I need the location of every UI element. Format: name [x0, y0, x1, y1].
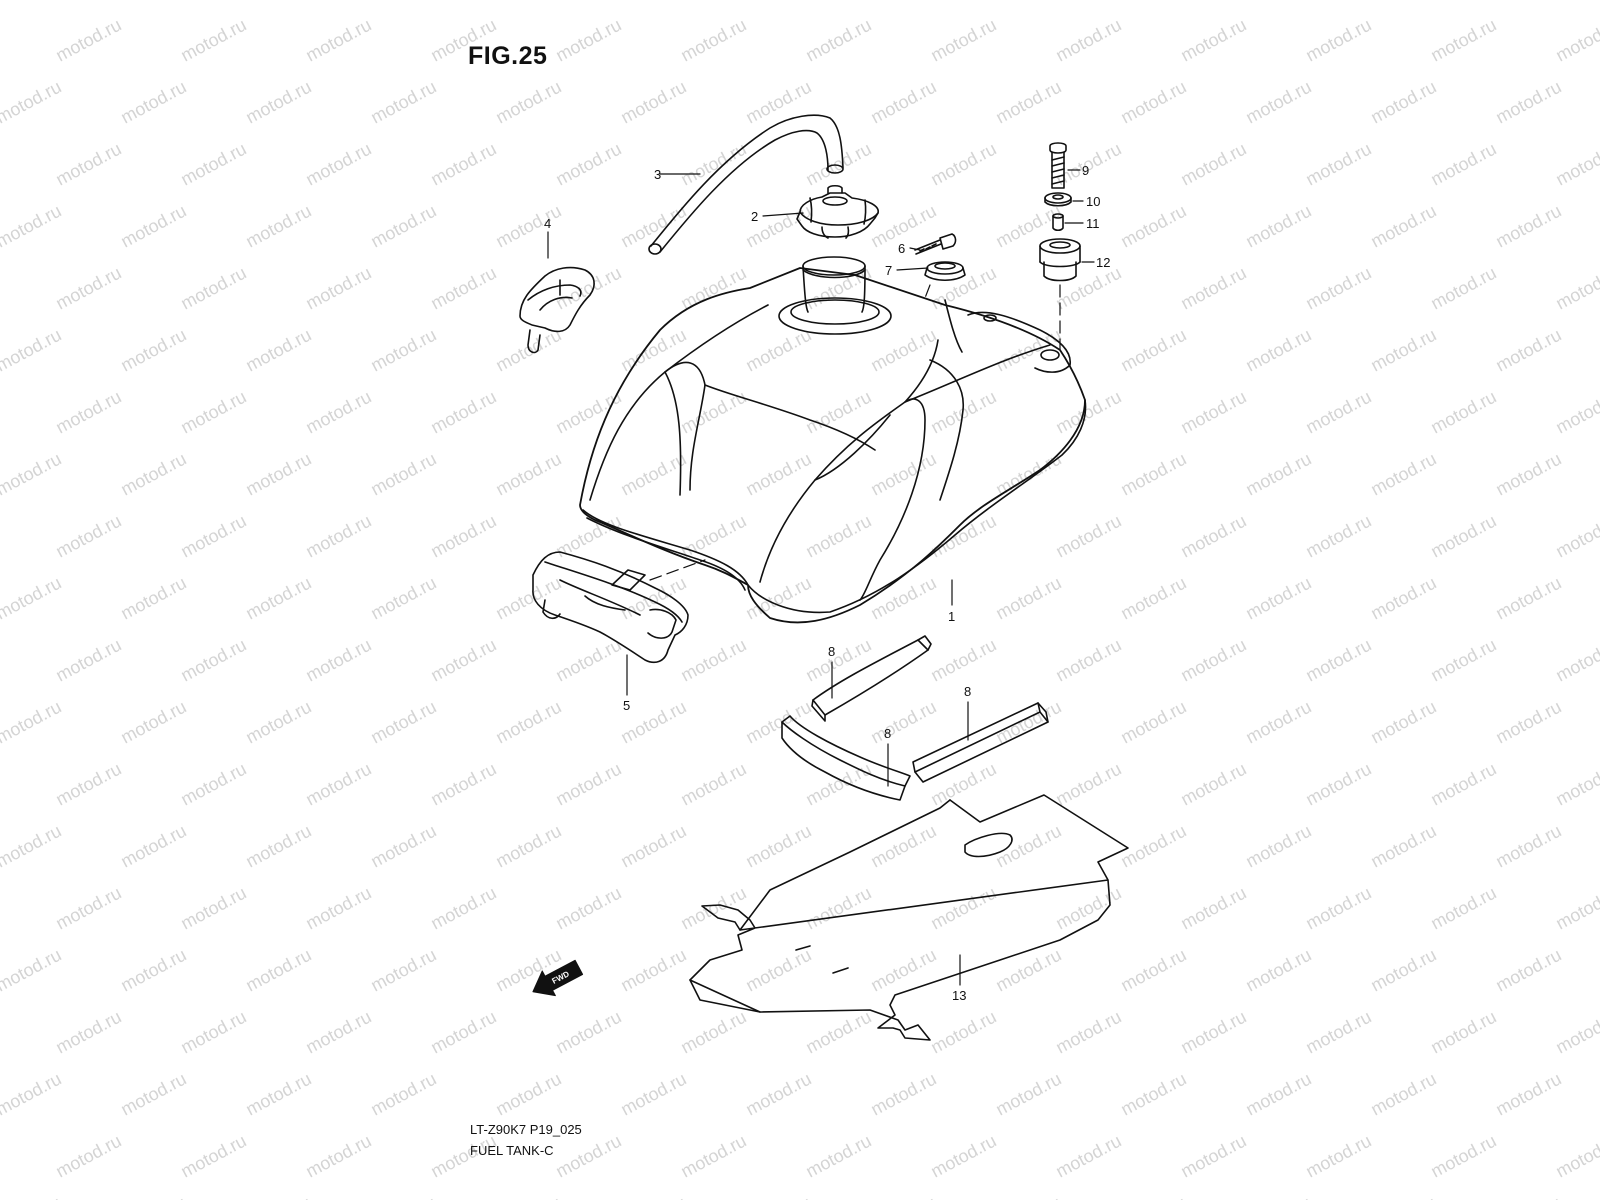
diagram-name-label: FUEL TANK-C: [470, 1143, 554, 1158]
assembly-line-6-7: [924, 284, 931, 299]
callout-3: 3: [654, 167, 661, 182]
model-code-label: LT-Z90K7 P19_025: [470, 1122, 582, 1137]
callout-12: 12: [1096, 255, 1110, 270]
callout-8-upper: 8: [828, 644, 835, 659]
callout-11: 11: [1086, 216, 1100, 231]
callout-1: 1: [948, 609, 955, 624]
cushion-8c-part: [912, 702, 1049, 783]
grommet-12-part: [1039, 238, 1081, 282]
cushion-8a-part: [811, 635, 932, 722]
leader-lines: [547, 169, 1095, 986]
fwd-direction-arrow: FWD: [532, 959, 584, 997]
collar-11-part: [1052, 213, 1064, 232]
leader-6: [909, 247, 921, 251]
leader-2: [762, 212, 804, 217]
callout-13: 13: [952, 988, 966, 1003]
callout-7: 7: [885, 263, 892, 278]
assembly-line-5: [649, 559, 706, 581]
callout-10: 10: [1086, 194, 1100, 209]
bolt-6-part: [914, 233, 957, 255]
callout-9: 9: [1082, 163, 1089, 178]
assembly-lines: [649, 284, 1061, 581]
callout-8-lower: 8: [884, 726, 891, 741]
heat-shield-13-part: [689, 794, 1129, 1041]
figure-title: FIG.25: [468, 42, 548, 70]
callout-2: 2: [751, 209, 758, 224]
damper-7-part: [924, 261, 966, 282]
callout-5: 5: [623, 698, 630, 713]
cushion-8b-part: [781, 715, 911, 801]
hose-guide-part: [519, 266, 595, 354]
fuel-cap-part: [796, 184, 879, 239]
leader-7: [896, 267, 929, 271]
bolt-9-part: [1049, 142, 1067, 189]
callout-4: 4: [544, 216, 551, 231]
washer-10-part: [1044, 192, 1072, 207]
tank-bracket-part: [532, 551, 689, 664]
breather-hose-part: [648, 114, 844, 255]
callout-numbers: 3 2 4 6 7 9 10 11 12 1 5 8 8 8 13: [544, 163, 1110, 1003]
callout-6: 6: [898, 241, 905, 256]
fuel-tank-part: [579, 256, 1087, 624]
callout-8-right: 8: [964, 684, 971, 699]
